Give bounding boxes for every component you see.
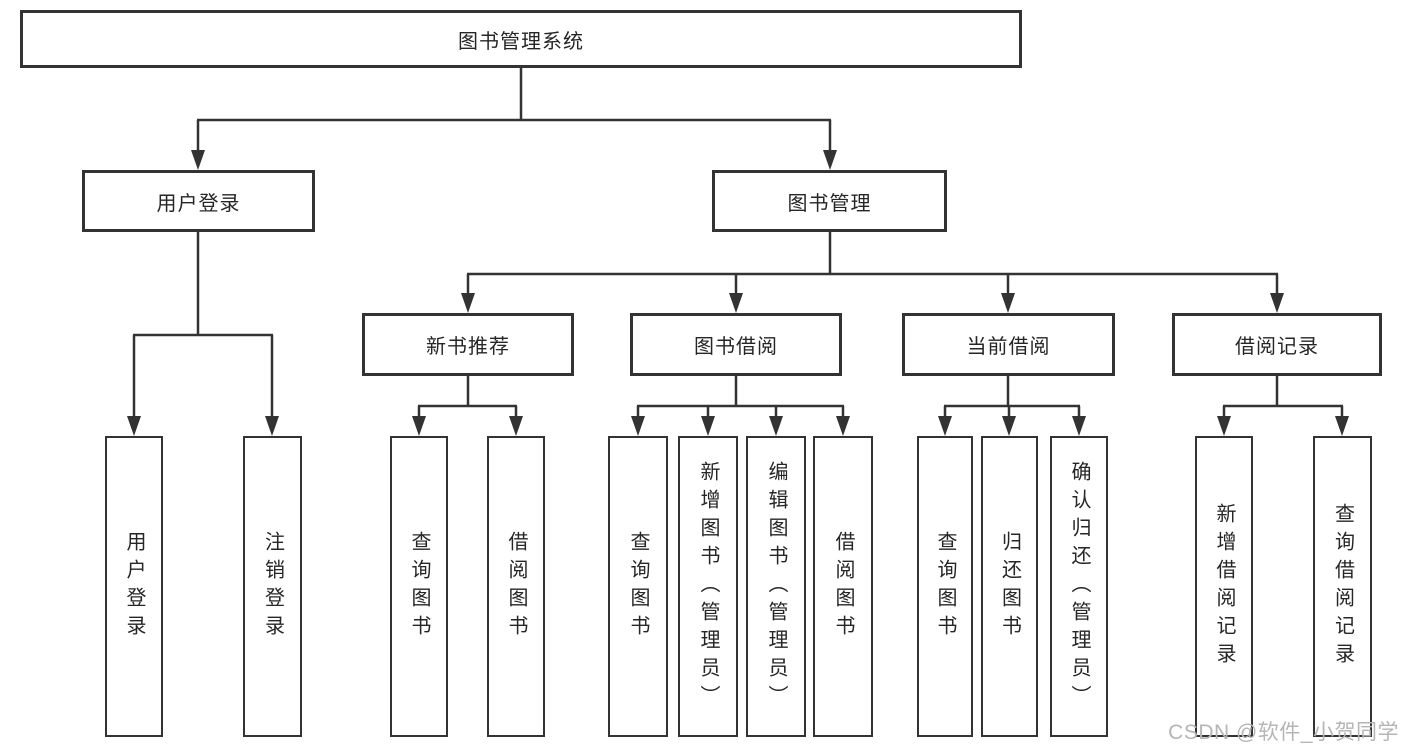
- node-book-management-module: 图书管理: [712, 170, 947, 232]
- node-label: 用户登录: [123, 530, 145, 643]
- node-label: 借阅图书: [832, 530, 854, 643]
- leaf-borrow-books-recommend: 借阅图书: [487, 436, 545, 737]
- node-label: 查询图书: [627, 530, 649, 643]
- leaf-query-books-borrow: 查询图书: [608, 436, 668, 737]
- node-label: 借阅图书: [505, 530, 527, 643]
- node-label: 新书推荐: [426, 336, 510, 358]
- node-label: 查询借阅记录: [1331, 502, 1354, 671]
- node-label: 注销登录: [261, 530, 284, 643]
- node-root-library-system: 图书管理系统: [20, 10, 1022, 68]
- leaf-borrow-books: 借阅图书: [813, 436, 873, 737]
- node-label: 当前借阅: [966, 336, 1051, 358]
- node-current-borrow: 当前借阅: [902, 313, 1115, 376]
- leaf-query-borrow-record: 查询借阅记录: [1313, 436, 1372, 737]
- leaf-add-books-admin: 新增图书（管理员）: [678, 436, 738, 737]
- node-label: 图书管理系统: [458, 30, 584, 53]
- node-label: 新增图书（管理员）: [697, 460, 719, 713]
- leaf-query-books-current: 查询图书: [917, 436, 973, 737]
- leaf-add-borrow-record: 新增借阅记录: [1195, 436, 1253, 737]
- leaf-confirm-return-admin: 确认归还（管理员）: [1050, 436, 1108, 737]
- leaf-edit-books-admin: 编辑图书（管理员）: [746, 436, 806, 737]
- node-borrow-records: 借阅记录: [1172, 313, 1382, 376]
- node-label: 用户登录: [156, 192, 241, 215]
- leaf-logout: 注销登录: [243, 436, 302, 737]
- csdn-watermark: CSDN @软件_小贺同学: [1168, 721, 1399, 744]
- leaf-return-books: 归还图书: [981, 436, 1038, 737]
- leaf-user-login: 用户登录: [105, 436, 163, 737]
- node-new-book-recommend: 新书推荐: [362, 313, 574, 376]
- node-label: 图书管理: [787, 192, 872, 215]
- node-label: 编辑图书（管理员）: [765, 460, 787, 713]
- node-book-borrow: 图书借阅: [630, 313, 842, 376]
- node-label: 查询图书: [408, 530, 430, 643]
- node-label: 新增借阅记录: [1213, 502, 1235, 671]
- node-label: 借阅记录: [1235, 336, 1319, 358]
- node-label: 归还图书: [998, 530, 1021, 643]
- node-user-login-module: 用户登录: [82, 170, 315, 232]
- node-label: 图书借阅: [694, 336, 778, 358]
- node-label: 确认归还（管理员）: [1068, 460, 1090, 713]
- node-label: 查询图书: [934, 530, 956, 643]
- leaf-query-books-recommend: 查询图书: [390, 436, 448, 737]
